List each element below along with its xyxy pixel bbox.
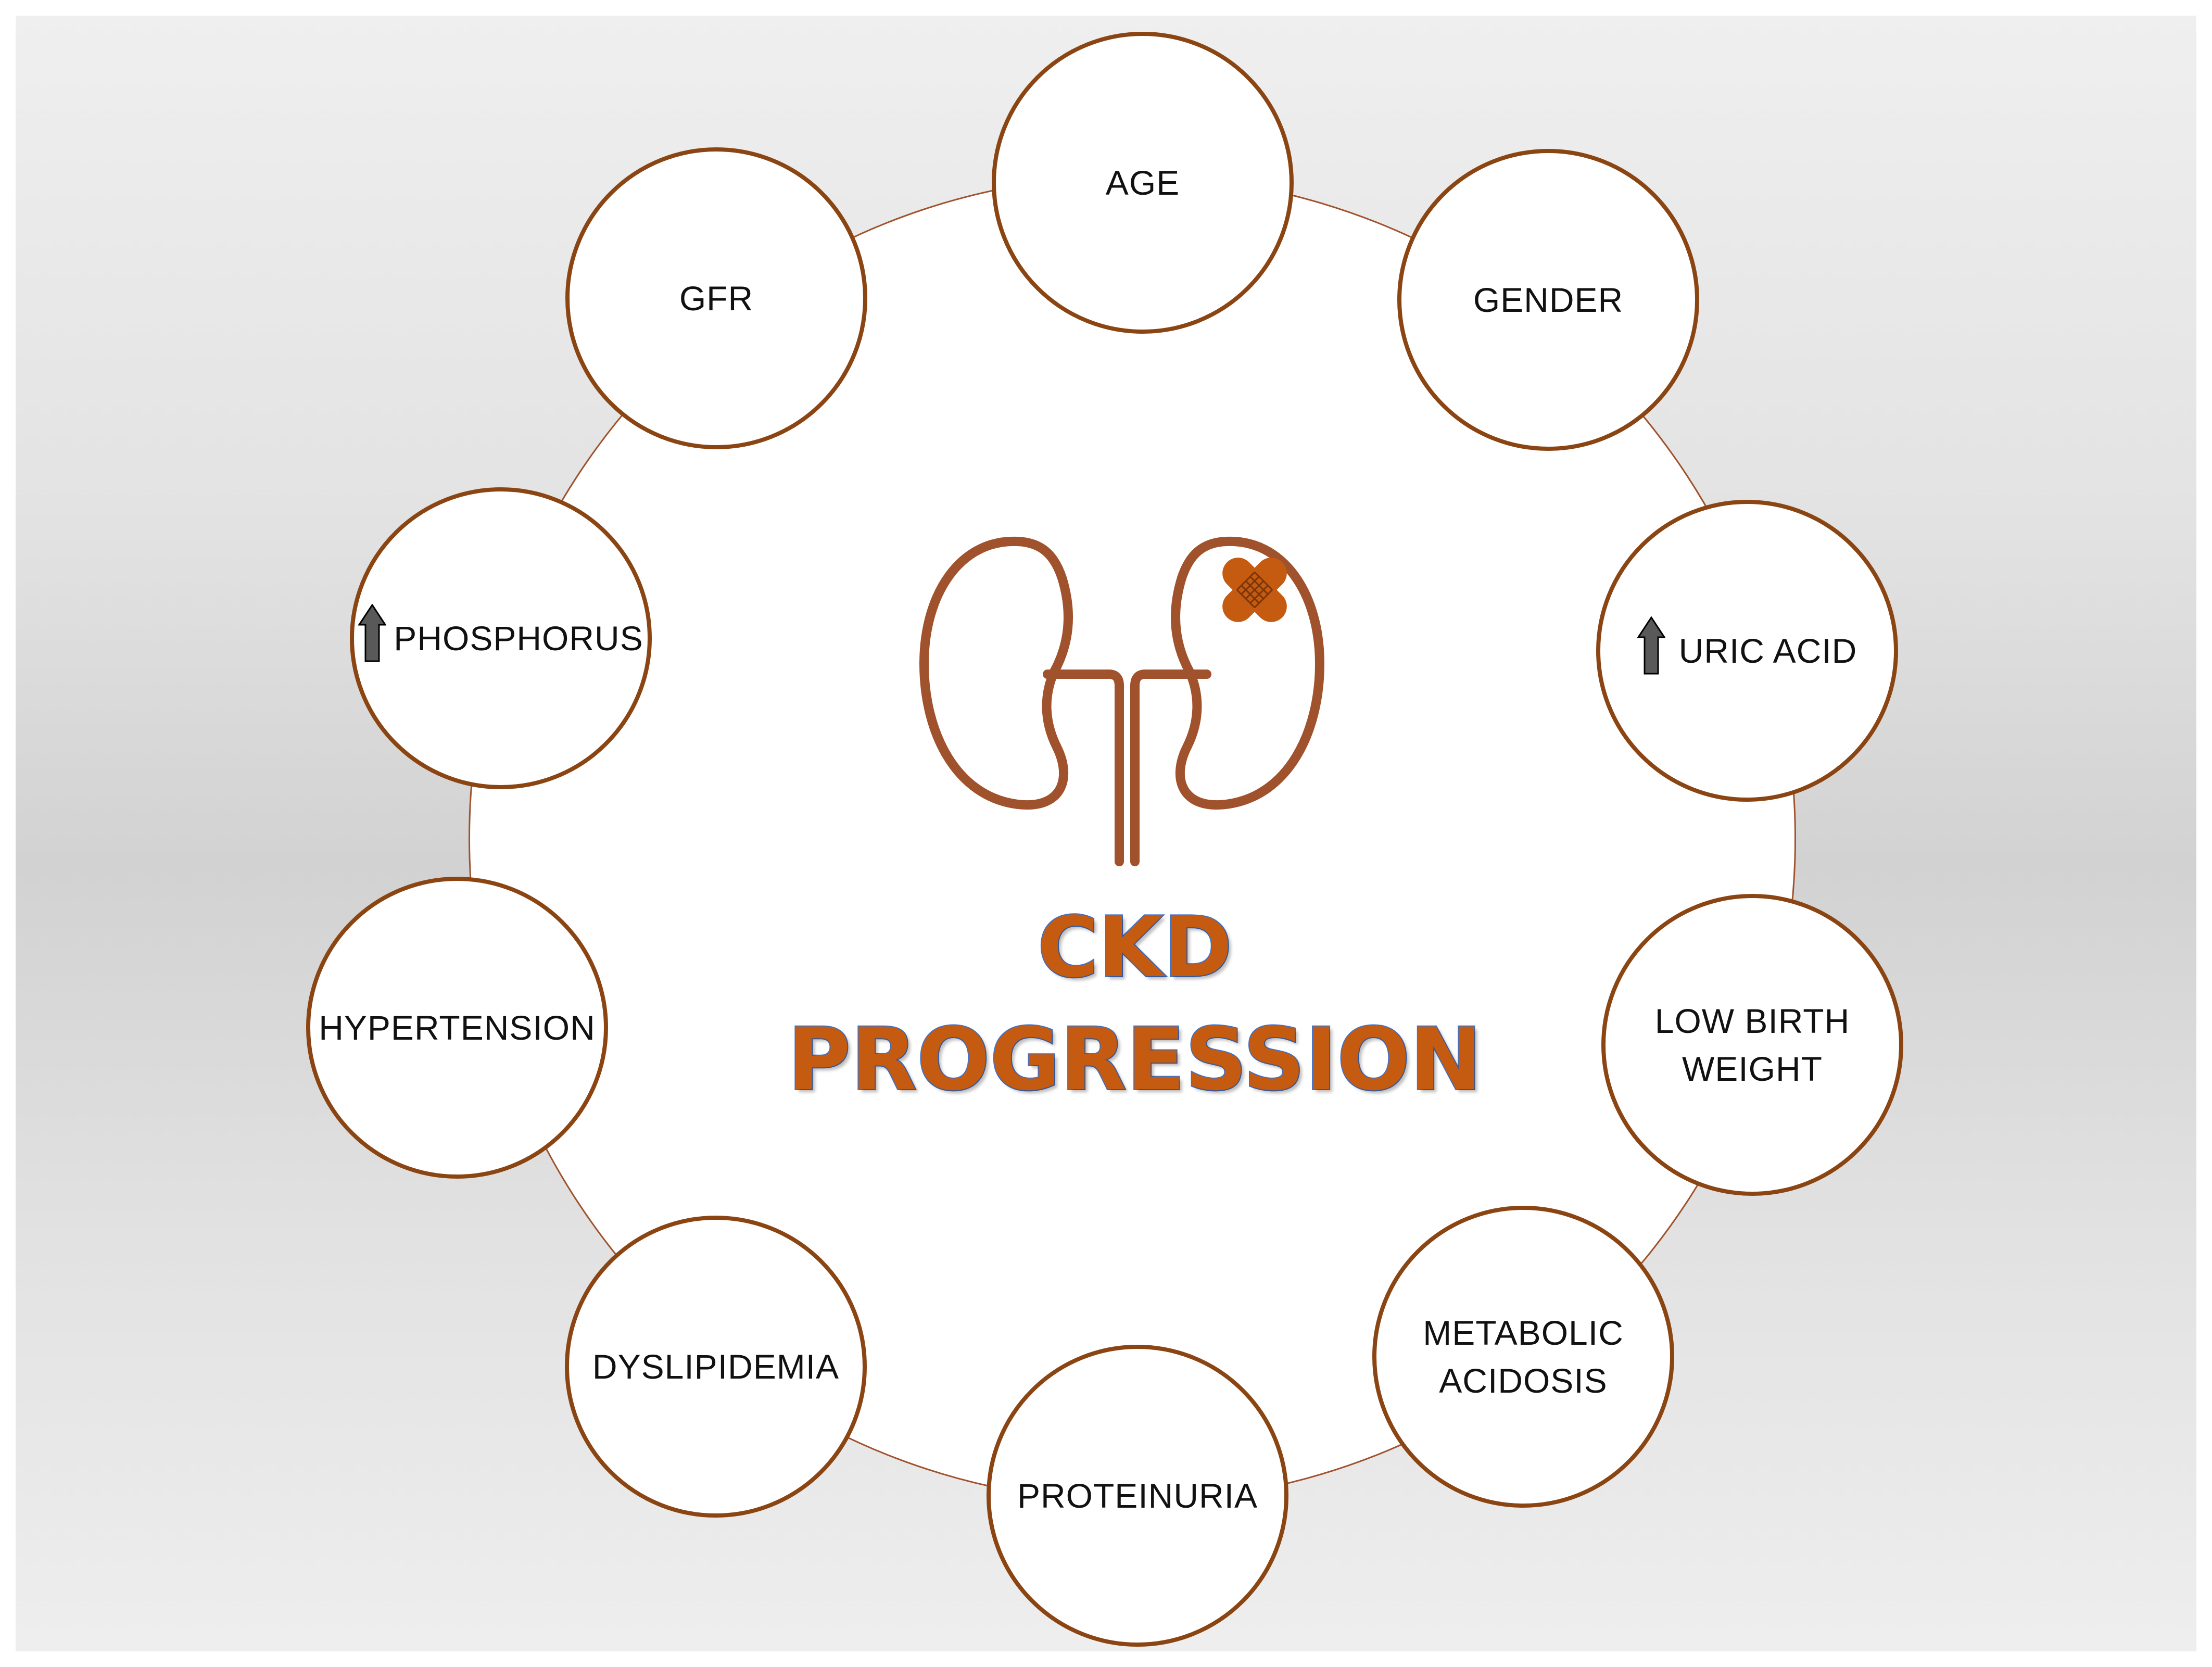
factor-label-uric-acid: URIC ACID xyxy=(1678,632,1857,670)
factor-proteinuria: PROTEINURIA xyxy=(987,1345,1288,1647)
factor-label-proteinuria: PROTEINURIA xyxy=(1017,1476,1258,1515)
right-kidney xyxy=(1171,536,1324,810)
factor-label-low-birth-weight-line1: LOW BIRTH xyxy=(1654,1002,1850,1040)
bandage-icon xyxy=(1222,558,1287,622)
factor-label-phosphorus: PHOSPHORUS xyxy=(394,619,643,658)
factor-label-dyslipidemia: DYSLIPIDEMIA xyxy=(592,1347,840,1386)
left-ureter xyxy=(1043,670,1124,866)
factor-label-gfr: GFR xyxy=(679,279,754,318)
kidneys-icon xyxy=(919,536,1324,866)
arrow-up-icon xyxy=(1637,616,1665,675)
factor-metabolic-acidosis: METABOLIC ACIDOSIS xyxy=(1372,1206,1674,1508)
left-kidney xyxy=(919,536,1073,810)
factor-hypertension: HYPERTENSION xyxy=(306,877,608,1179)
factor-phosphorus: PHOSPHORUS xyxy=(350,487,652,789)
factor-label-hypertension: HYPERTENSION xyxy=(319,1008,596,1047)
factor-uric-acid: URIC ACID xyxy=(1596,500,1898,802)
factor-gfr: GFR xyxy=(565,147,867,449)
factor-label-metabolic-acidosis-line2: ACIDOSIS xyxy=(1439,1361,1608,1400)
factor-dyslipidemia: DYSLIPIDEMIA xyxy=(565,1216,867,1518)
factor-label-gender: GENDER xyxy=(1473,281,1624,319)
arrow-up-icon xyxy=(358,604,387,662)
factor-age: AGE xyxy=(992,32,1294,334)
title-progression: PROGRESSION xyxy=(787,1008,1483,1110)
factor-label-low-birth-weight-line2: WEIGHT xyxy=(1682,1050,1823,1088)
factor-gender: GENDER xyxy=(1397,149,1699,451)
factor-label-age: AGE xyxy=(1105,163,1180,202)
title-ckd: CKD xyxy=(1037,898,1233,997)
right-ureter xyxy=(1130,670,1211,866)
diagram-background: CKD PROGRESSION AGE GENDER URIC ACID LOW… xyxy=(16,16,2196,1651)
factor-low-birth-weight: LOW BIRTH WEIGHT xyxy=(1601,894,1903,1196)
factor-label-metabolic-acidosis-line1: METABOLIC xyxy=(1423,1314,1624,1352)
